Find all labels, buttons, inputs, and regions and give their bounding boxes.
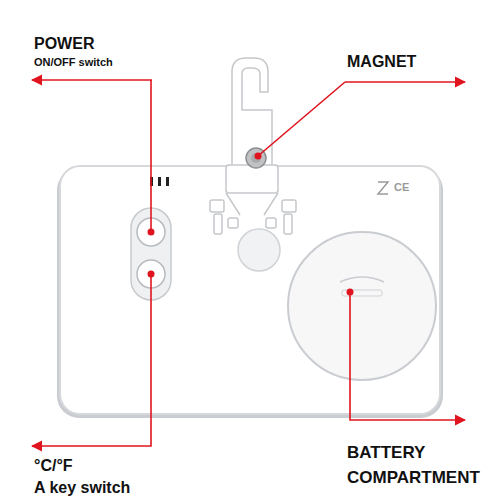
battery-cover [288,232,436,380]
label-slot: MAGNET [347,52,416,72]
hook-clips [210,193,296,234]
part-label: MAGNET [347,52,416,72]
part-label: BATTERY COMPARTMENT [347,440,487,490]
magnet-core [251,153,261,163]
leader-lines [32,80,465,446]
marking-symbol [378,182,388,194]
hanging-hook [232,58,272,172]
label-slot: POWER [34,34,94,54]
part-label: POWER [34,34,94,54]
housing [60,166,440,414]
label-slot: ON/OFF switch [34,55,113,69]
center-recess [238,229,280,271]
label-slot: A key switch [34,478,130,498]
hook-base [226,165,278,193]
part-label: °C/°F [34,456,73,476]
vent-slits [150,177,169,186]
battery-cover-arrow [340,277,384,282]
part-sublabel: ON/OFF switch [34,55,113,69]
leader-dots [148,153,354,296]
part-sublabel: A key switch [34,478,130,498]
label-slot: °C/°F [34,456,73,476]
label-slot: CE [394,181,409,193]
label-slot: BATTERY COMPARTMENT [347,440,487,490]
certification-mark: CE [394,181,409,193]
